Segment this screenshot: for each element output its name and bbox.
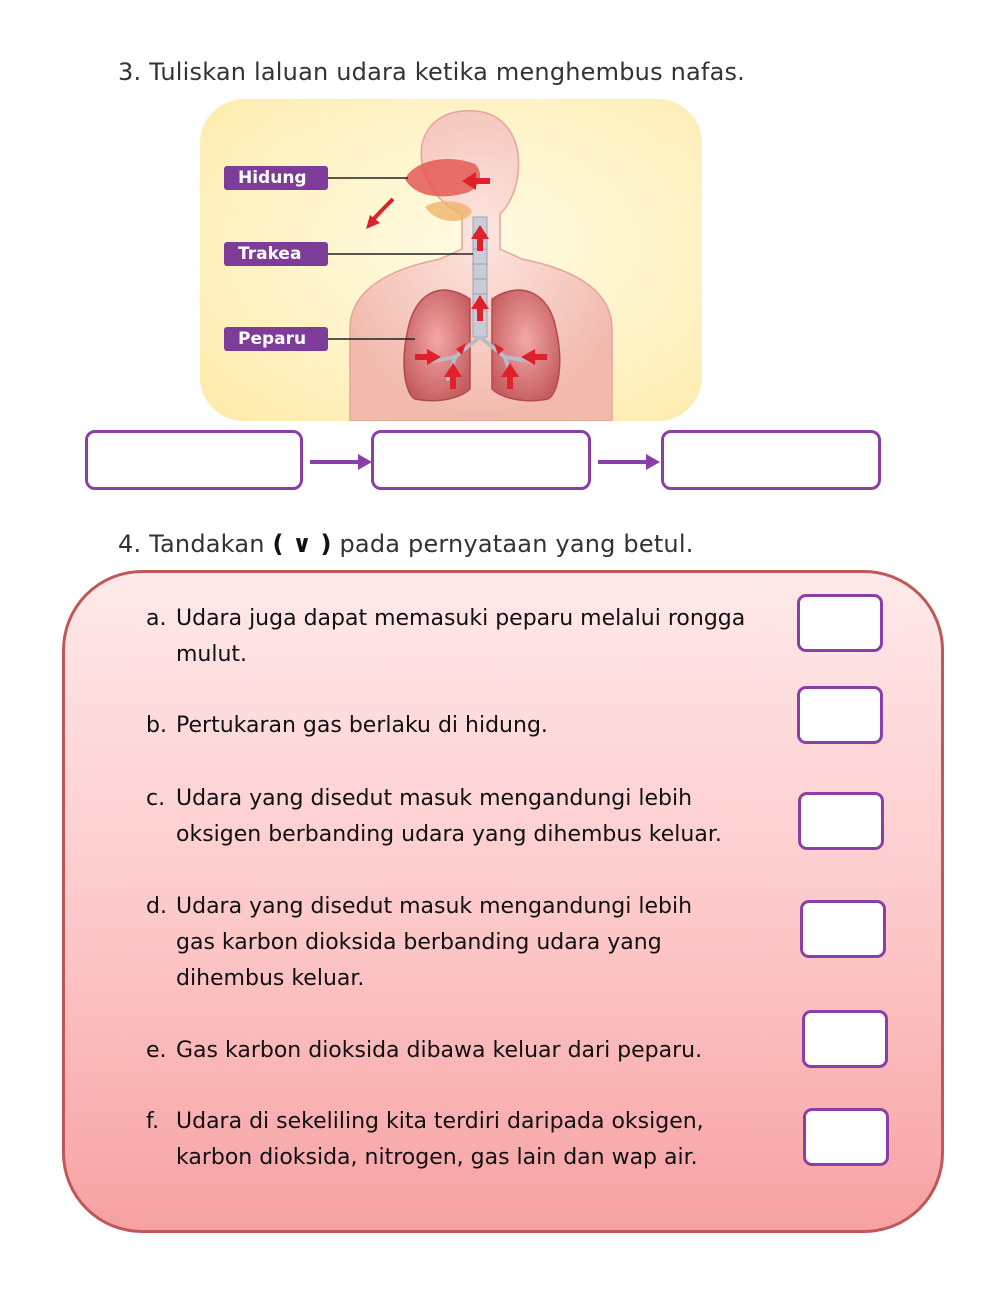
question-3-title: 3. Tuliskan laluan udara ketika menghemb…	[118, 58, 746, 86]
question-4-title-after: pada pernyataan yang betul.	[339, 530, 694, 558]
tick-symbol: ( ∨ )	[272, 530, 332, 558]
answer-box-2[interactable]	[371, 430, 591, 490]
tick-box-d[interactable]	[800, 900, 886, 958]
statement-line: mulut.	[176, 642, 248, 667]
airflow-arrows	[415, 172, 547, 389]
label-peparu: Peparu	[224, 327, 328, 351]
respiratory-illustration	[328, 110, 613, 421]
statement-line: Udara juga dapat memasuki peparu melalui…	[176, 606, 746, 631]
answer-box-3[interactable]	[661, 430, 881, 490]
statement-line: Udara di sekeliling kita terdiri daripad…	[176, 1109, 704, 1134]
statement-line: gas karbon dioksida berbanding udara yan…	[176, 930, 662, 955]
nasal-cavity	[405, 159, 481, 197]
statement-line: dihembus keluar.	[176, 966, 365, 991]
tick-box-f[interactable]	[803, 1108, 889, 1166]
label-leader-lines	[328, 177, 473, 340]
statement-d: d. Udara yang disedut masuk mengandungi l…	[146, 889, 692, 997]
question-4-title: 4. Tandakan ( ∨ ) pada pernyataan yang b…	[118, 530, 694, 558]
respiratory-system-diagram: Hidung Trakea Peparu	[200, 99, 702, 421]
statement-f: f. Udara di sekeliling kita terdiri darip…	[146, 1104, 704, 1176]
tick-box-c[interactable]	[798, 792, 884, 850]
flow-arrow-2	[598, 454, 660, 470]
statement-letter: b.	[146, 713, 167, 738]
question-4-title-before: 4. Tandakan	[118, 530, 265, 558]
statement-line: Gas karbon dioksida dibawa keluar dari p…	[176, 1038, 703, 1063]
statements-panel	[62, 570, 944, 1233]
tick-box-e[interactable]	[802, 1010, 888, 1068]
tick-box-a[interactable]	[797, 594, 883, 652]
statement-a: a. Udara juga dapat memasuki peparu melal…	[146, 601, 745, 673]
label-trakea: Trakea	[224, 242, 328, 266]
statement-line: Udara yang disedut masuk mengandungi leb…	[176, 894, 693, 919]
statement-letter: e.	[146, 1038, 167, 1063]
label-hidung: Hidung	[224, 166, 328, 190]
statement-b: b. Pertukaran gas berlaku di hidung.	[146, 708, 548, 744]
statement-letter: f.	[146, 1109, 160, 1134]
statement-line: Pertukaran gas berlaku di hidung.	[176, 713, 548, 738]
tick-box-b[interactable]	[797, 686, 883, 744]
statement-letter: a.	[146, 606, 167, 631]
mouth-cavity	[425, 201, 472, 222]
statement-letter: c.	[146, 786, 166, 811]
exhale-out-arrow	[370, 197, 395, 223]
statement-letter: d.	[146, 894, 167, 919]
statement-c: c. Udara yang disedut masuk mengandungi l…	[146, 781, 722, 853]
statement-line: Udara yang disedut masuk mengandungi leb…	[176, 786, 693, 811]
flow-arrow-1	[310, 454, 372, 470]
statement-line: karbon dioksida, nitrogen, gas lain dan …	[176, 1145, 698, 1170]
statement-e: e. Gas karbon dioksida dibawa keluar dari…	[146, 1033, 702, 1069]
answer-box-1[interactable]	[85, 430, 303, 490]
exhale-out-arrowhead	[366, 215, 380, 229]
statement-line: oksigen berbanding udara yang dihembus k…	[176, 822, 722, 847]
